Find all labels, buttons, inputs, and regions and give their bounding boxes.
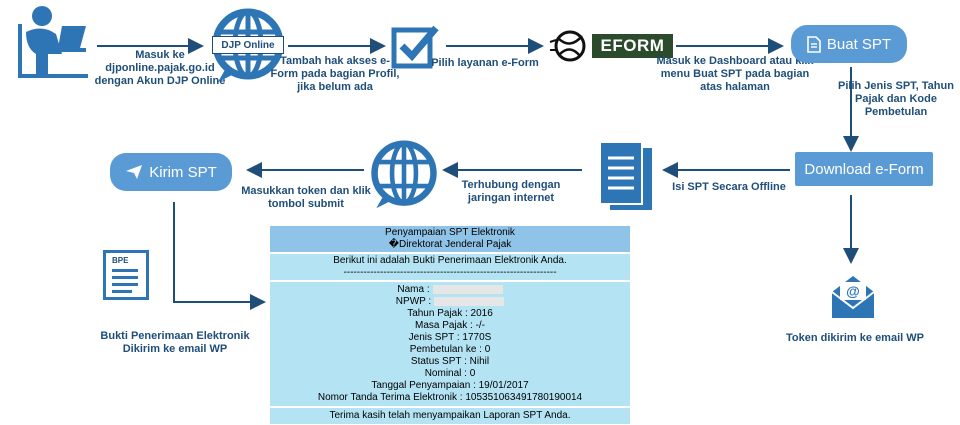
bpe-document-icon: BPE <box>103 250 149 300</box>
receipt-jenis: Jenis SPT : 1770S <box>408 332 492 343</box>
step-add-access-caption: Tambah hak akses e-Form pada bagian Prof… <box>270 55 400 93</box>
receipt-status: Status SPT : Nihil <box>410 356 490 367</box>
documents-stack-icon <box>599 141 652 210</box>
download-eform-button[interactable]: Download e-Form <box>795 152 933 186</box>
token-sent-caption: Token dikirim ke email WP <box>786 332 924 344</box>
receipt-footer: Terima kasih telah menyampaikan Laporan … <box>270 408 630 424</box>
receipt-header: Penyampaian SPT Elektronik �Direktorat J… <box>270 226 630 252</box>
receipt-tanggal: Tanggal Penyampaian : 19/01/2017 <box>371 380 529 391</box>
document-icon <box>807 35 821 53</box>
receipt-details: Nama : NPWP : Tahun Pajak : 2016 Masa Pa… <box>270 282 630 406</box>
receipt-thanks: Terima kasih telah menyampaikan Laporan … <box>329 410 571 421</box>
eform-e-letter: E <box>600 36 613 55</box>
step-choose-type-caption: Pilih Jenis SPT, Tahun Pajak dan Kode Pe… <box>838 80 954 118</box>
djp-online-label: DJP Online <box>212 36 284 54</box>
step-enter-token-caption: Masukkan token dan klik tombol submit <box>241 185 371 210</box>
receipt-intro: Berikut ini adalah Bukti Penerimaan Elek… <box>333 255 567 266</box>
email-at-symbol: @ <box>846 283 860 299</box>
bpe-label: BPE <box>112 256 129 265</box>
receipt-ntte: Nomor Tanda Terima Elektronik : 10535106… <box>317 392 583 403</box>
person-laptop-icon <box>18 6 88 78</box>
receipt-title: Penyampaian SPT Elektronik <box>385 227 515 238</box>
eform-text: FORM <box>612 36 665 55</box>
step-connected-caption: Terhubung dengan jaringan internet <box>461 179 561 204</box>
receipt-subtitle: �Direktorat Jenderal Pajak <box>388 239 512 250</box>
buat-spt-label: Buat SPT <box>826 35 892 53</box>
kirim-spt-button[interactable]: Kirim SPT <box>110 153 232 191</box>
step-fill-offline-caption: Isi SPT Secara Offline <box>672 181 786 193</box>
checkbox-check-icon <box>391 25 439 69</box>
internet-globe-icon <box>371 140 437 209</box>
receipt-masa: Masa Pajak : -/- <box>414 320 486 331</box>
eform-globe-icon <box>549 30 586 62</box>
redacted-name <box>432 284 503 294</box>
receipt-nama: Nama : <box>397 284 430 295</box>
kirim-spt-label: Kirim SPT <box>149 163 217 181</box>
step-dashboard-caption: Masuk ke Dashboard atau klik menu Buat S… <box>656 55 814 93</box>
step-login-caption: Masuk ke djponline.pajak.go.id dengan Ak… <box>94 49 226 87</box>
send-plane-icon <box>126 165 143 179</box>
step-choose-service-caption: Pilih layanan e-Form <box>431 57 539 69</box>
redacted-npwp <box>434 296 505 306</box>
electronic-receipt-panel: Penyampaian SPT Elektronik �Direktorat J… <box>270 226 630 424</box>
buat-spt-button[interactable]: Buat SPT <box>791 25 907 63</box>
receipt-intro-band: Berikut ini adalah Bukti Penerimaan Elek… <box>270 254 630 280</box>
receipt-separator: ----------------------------------------… <box>343 267 557 278</box>
receipt-nominal: Nominal : 0 <box>424 368 476 379</box>
receipt-npwp: NPWP : <box>395 296 432 307</box>
arrow-kirim-to-receipt <box>173 202 266 310</box>
email-envelope-icon: @ <box>831 276 875 318</box>
receipt-sent-caption: Bukti Penerimaan Elektronik Dikirim ke e… <box>100 330 250 355</box>
receipt-pembetulan: Pembetulan ke : 0 <box>409 344 491 355</box>
receipt-tahun: Tahun Pajak : 2016 <box>407 308 493 319</box>
